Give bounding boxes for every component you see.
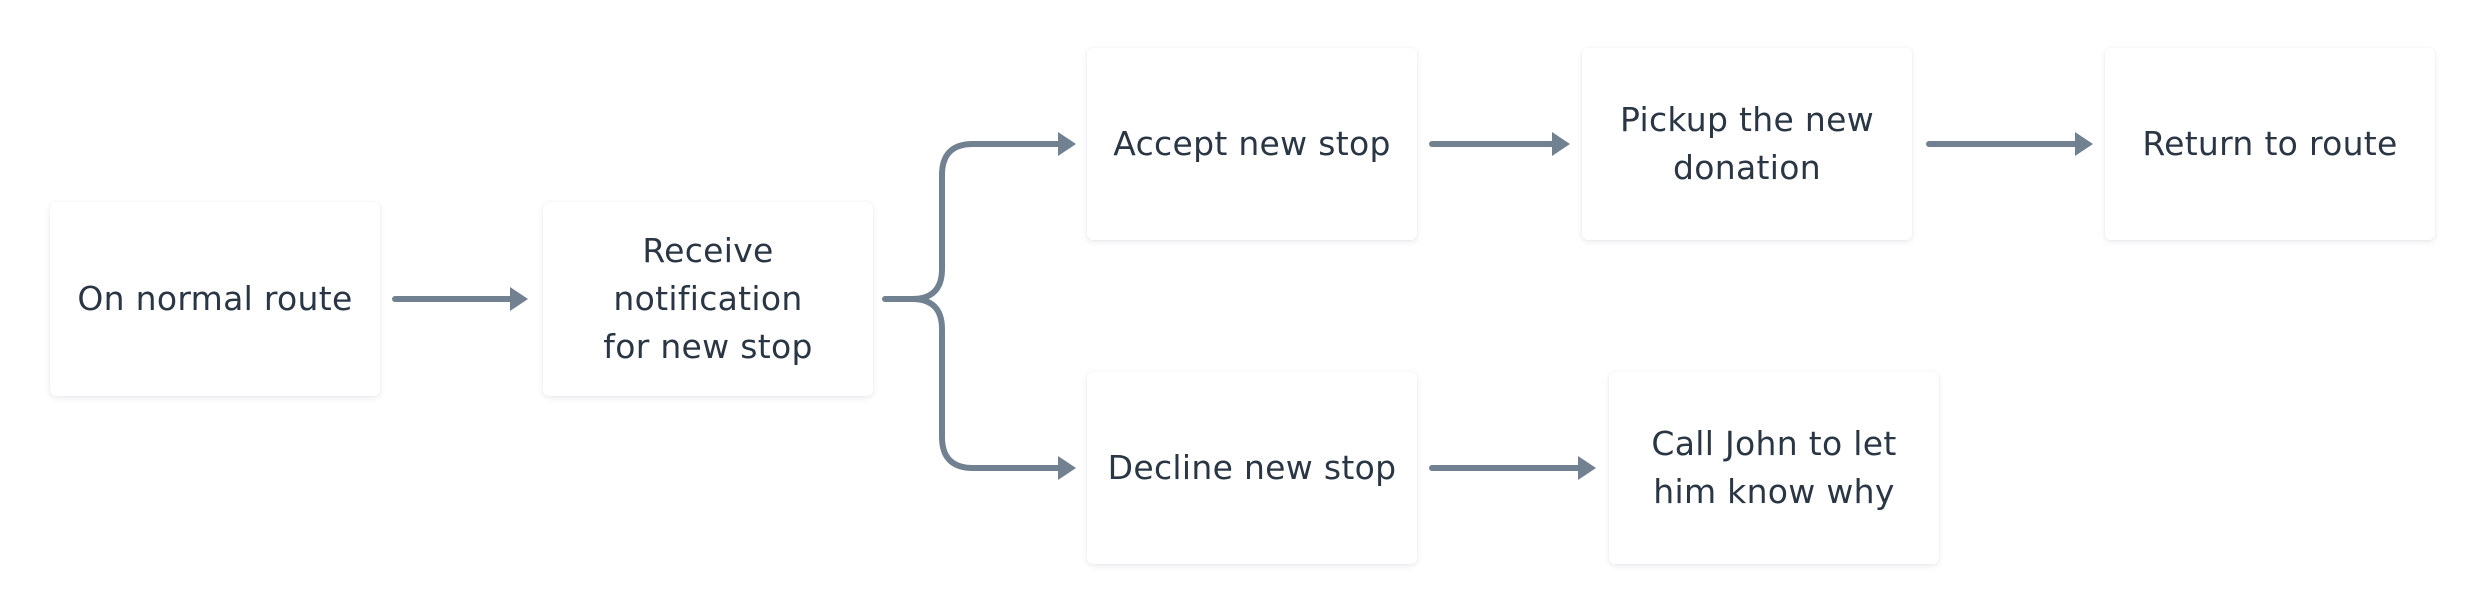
- node-receive-notification-label: Receive notification for new stop: [603, 231, 813, 366]
- arrowhead-to-accept: [1058, 132, 1076, 156]
- node-pickup-donation-label: Pickup the new donation: [1620, 100, 1874, 187]
- arrowhead-decline-to-call: [1578, 456, 1596, 480]
- arrowhead-route-to-notification: [510, 287, 528, 311]
- node-normal-route-label: On normal route: [77, 279, 353, 318]
- arrowhead-to-decline: [1058, 456, 1076, 480]
- node-accept-stop: Accept new stop: [1087, 48, 1417, 240]
- node-call-john: Call John to let him know why: [1609, 372, 1939, 564]
- node-accept-stop-label: Accept new stop: [1113, 124, 1391, 163]
- branch-brace: [882, 141, 1063, 302]
- node-pickup-donation: Pickup the new donation: [1582, 48, 1912, 240]
- node-normal-route: On normal route: [50, 202, 380, 396]
- node-decline-stop-label: Decline new stop: [1107, 448, 1397, 487]
- node-receive-notification: Receive notification for new stop: [543, 202, 873, 396]
- arrowhead-accept-to-pickup: [1552, 132, 1570, 156]
- node-call-john-label: Call John to let him know why: [1651, 424, 1897, 511]
- node-return-route: Return to route: [2105, 48, 2435, 240]
- node-return-route-label: Return to route: [2142, 124, 2398, 163]
- branch-brace-lower: [909, 296, 1063, 471]
- node-decline-stop: Decline new stop: [1087, 372, 1417, 564]
- arrowhead-pickup-to-return: [2075, 132, 2093, 156]
